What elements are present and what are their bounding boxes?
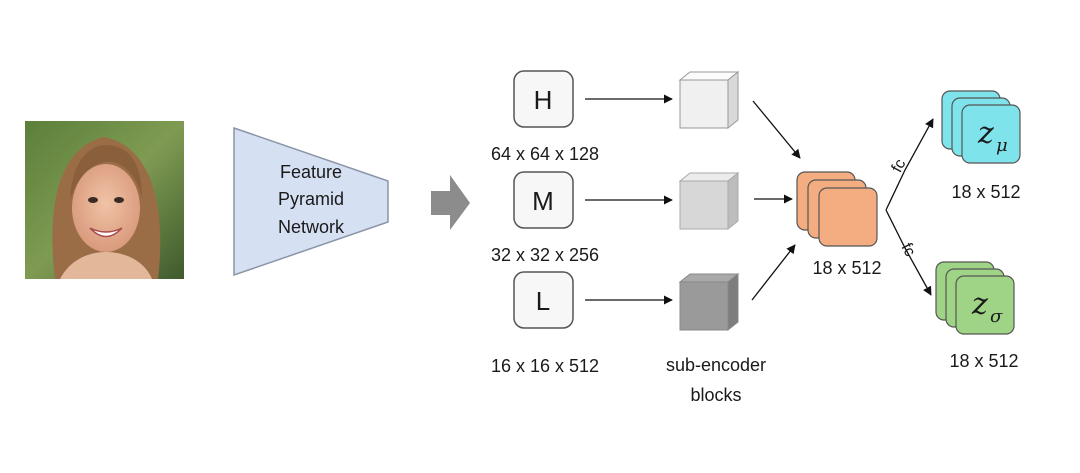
z-mu-base: z (977, 116, 994, 151)
sub-encoder-label-line1: sub-encoder (666, 355, 766, 375)
gray-arrow-icon (431, 175, 470, 230)
merged-latent-stack (796, 171, 878, 247)
fpn-label-line2: Pyramid (278, 189, 344, 209)
z-sigma-base: z (971, 287, 988, 322)
feature-pyramid-network: Feature Pyramid Network (233, 126, 389, 277)
arrow-cube-l-to-merged (751, 244, 796, 301)
level-l-letter: L (536, 286, 550, 316)
z-sigma-stack: z σ (935, 261, 1015, 335)
level-h: H 64 x 64 x 128 (491, 70, 599, 164)
level-h-letter: H (534, 85, 553, 115)
z-sigma-dims: 18 x 512 (949, 351, 1018, 371)
z-mu-subscript: μ (996, 135, 1008, 156)
face-photo (25, 121, 184, 279)
sub-encoder-cube-h (678, 70, 740, 130)
fc-label-bottom: fc (898, 240, 919, 259)
fc-branch-bottom (885, 209, 932, 296)
z-sigma-subscript: σ (990, 306, 1003, 327)
fc-label-top: fc (889, 156, 910, 175)
level-m-dims: 32 x 32 x 256 (491, 245, 599, 265)
arrow-cube-h-to-merged (752, 100, 801, 159)
level-l: L 16 x 16 x 512 (491, 271, 599, 376)
level-m-letter: M (532, 186, 554, 216)
fc-branch-top (885, 118, 934, 211)
merged-dims: 18 x 512 (812, 258, 881, 278)
sub-encoder-label-line2: blocks (690, 385, 741, 405)
sub-encoder-cube-l (678, 272, 740, 332)
fpn-label-line3: Network (278, 217, 345, 237)
sub-encoder-cube-m (678, 171, 740, 231)
level-h-dims: 64 x 64 x 128 (491, 144, 599, 164)
z-mu-stack: z μ (941, 90, 1021, 164)
z-mu-dims: 18 x 512 (951, 182, 1020, 202)
level-l-dims: 16 x 16 x 512 (491, 356, 599, 376)
fpn-label-line1: Feature (280, 162, 342, 182)
level-m: M 32 x 32 x 256 (491, 171, 599, 265)
